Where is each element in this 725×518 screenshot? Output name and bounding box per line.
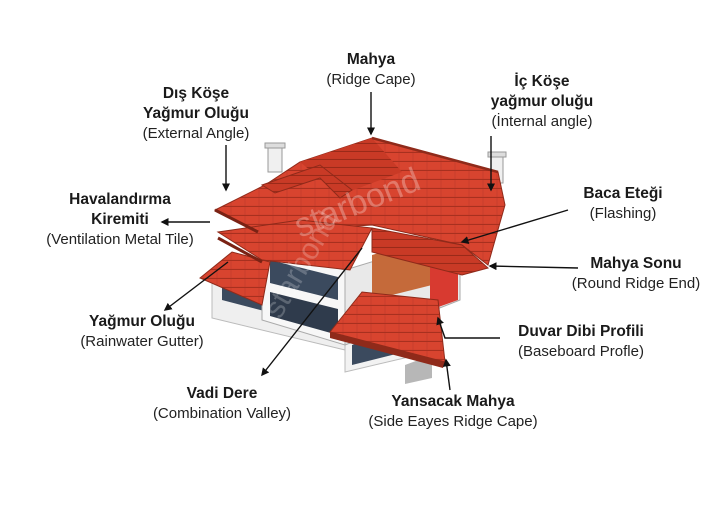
label-tr: Baca Eteği [583, 185, 663, 202]
label-vadi: Vadi Dere (Combination Valley) [138, 384, 306, 424]
label-tr: İç Köşe [514, 73, 570, 90]
label-dis-kose: Dış Köşe Yağmur Oluğu (External Angle) [130, 84, 262, 144]
label-tr: Yağmur Oluğu [89, 313, 195, 330]
label-tr: Mahya [346, 51, 396, 68]
label-havalandirma: Havalandırma Kiremiti (Ventilation Metal… [30, 190, 210, 250]
label-tr: Havalandırma [69, 191, 171, 208]
label-tr-2: yağmur oluğu [490, 93, 594, 110]
label-tr: Mahya Sonu [590, 255, 682, 272]
label-arrows [160, 92, 579, 391]
label-baca: Baca Eteği (Flashing) [568, 184, 678, 224]
arrow-duvar [436, 316, 500, 339]
label-ic-kose: İç Köşe yağmur oluğu (İnternal angle) [478, 72, 606, 132]
label-en: (Ridge Cape) [326, 71, 416, 88]
label-en: (Combination Valley) [152, 405, 292, 422]
label-mahya-sonu: Mahya Sonu (Round Ridge End) [556, 254, 716, 294]
label-yansacak: Yansacak Mahya (Side Eayes Ridge Cape) [352, 392, 554, 432]
arrow-baca [460, 209, 569, 244]
label-en: (Round Ridge End) [571, 275, 701, 292]
label-en: (External Angle) [142, 125, 250, 142]
label-en: (Side Eayes Ridge Cape) [368, 413, 538, 430]
label-en: (Ventilation Metal Tile) [46, 231, 194, 248]
label-mahya: Mahya (Ridge Cape) [318, 50, 424, 90]
arrow-yagmur [163, 261, 229, 311]
arrow-yansacak [442, 358, 451, 391]
label-en: (Rainwater Gutter) [80, 333, 204, 350]
label-tr: Vadi Dere [186, 385, 258, 402]
label-tr-2: Kiremiti [91, 211, 149, 228]
arrow-vadi [261, 247, 363, 377]
label-tr: Dış Köşe [162, 85, 230, 102]
label-tr-2: Yağmur Oluğu [143, 105, 249, 122]
label-en: (İnternal angle) [491, 113, 593, 130]
label-tr: Duvar Dibi Profili [518, 323, 644, 340]
label-tr: Yansacak Mahya [391, 393, 515, 410]
label-yagmur: Yağmur Oluğu (Rainwater Gutter) [66, 312, 218, 352]
roof [199, 136, 506, 368]
label-duvar: Duvar Dibi Profili (Baseboard Profle) [502, 322, 660, 362]
label-en: (Baseboard Profle) [518, 343, 644, 360]
label-en: (Flashing) [589, 205, 657, 222]
arrow-mahya-sonu [488, 262, 579, 271]
